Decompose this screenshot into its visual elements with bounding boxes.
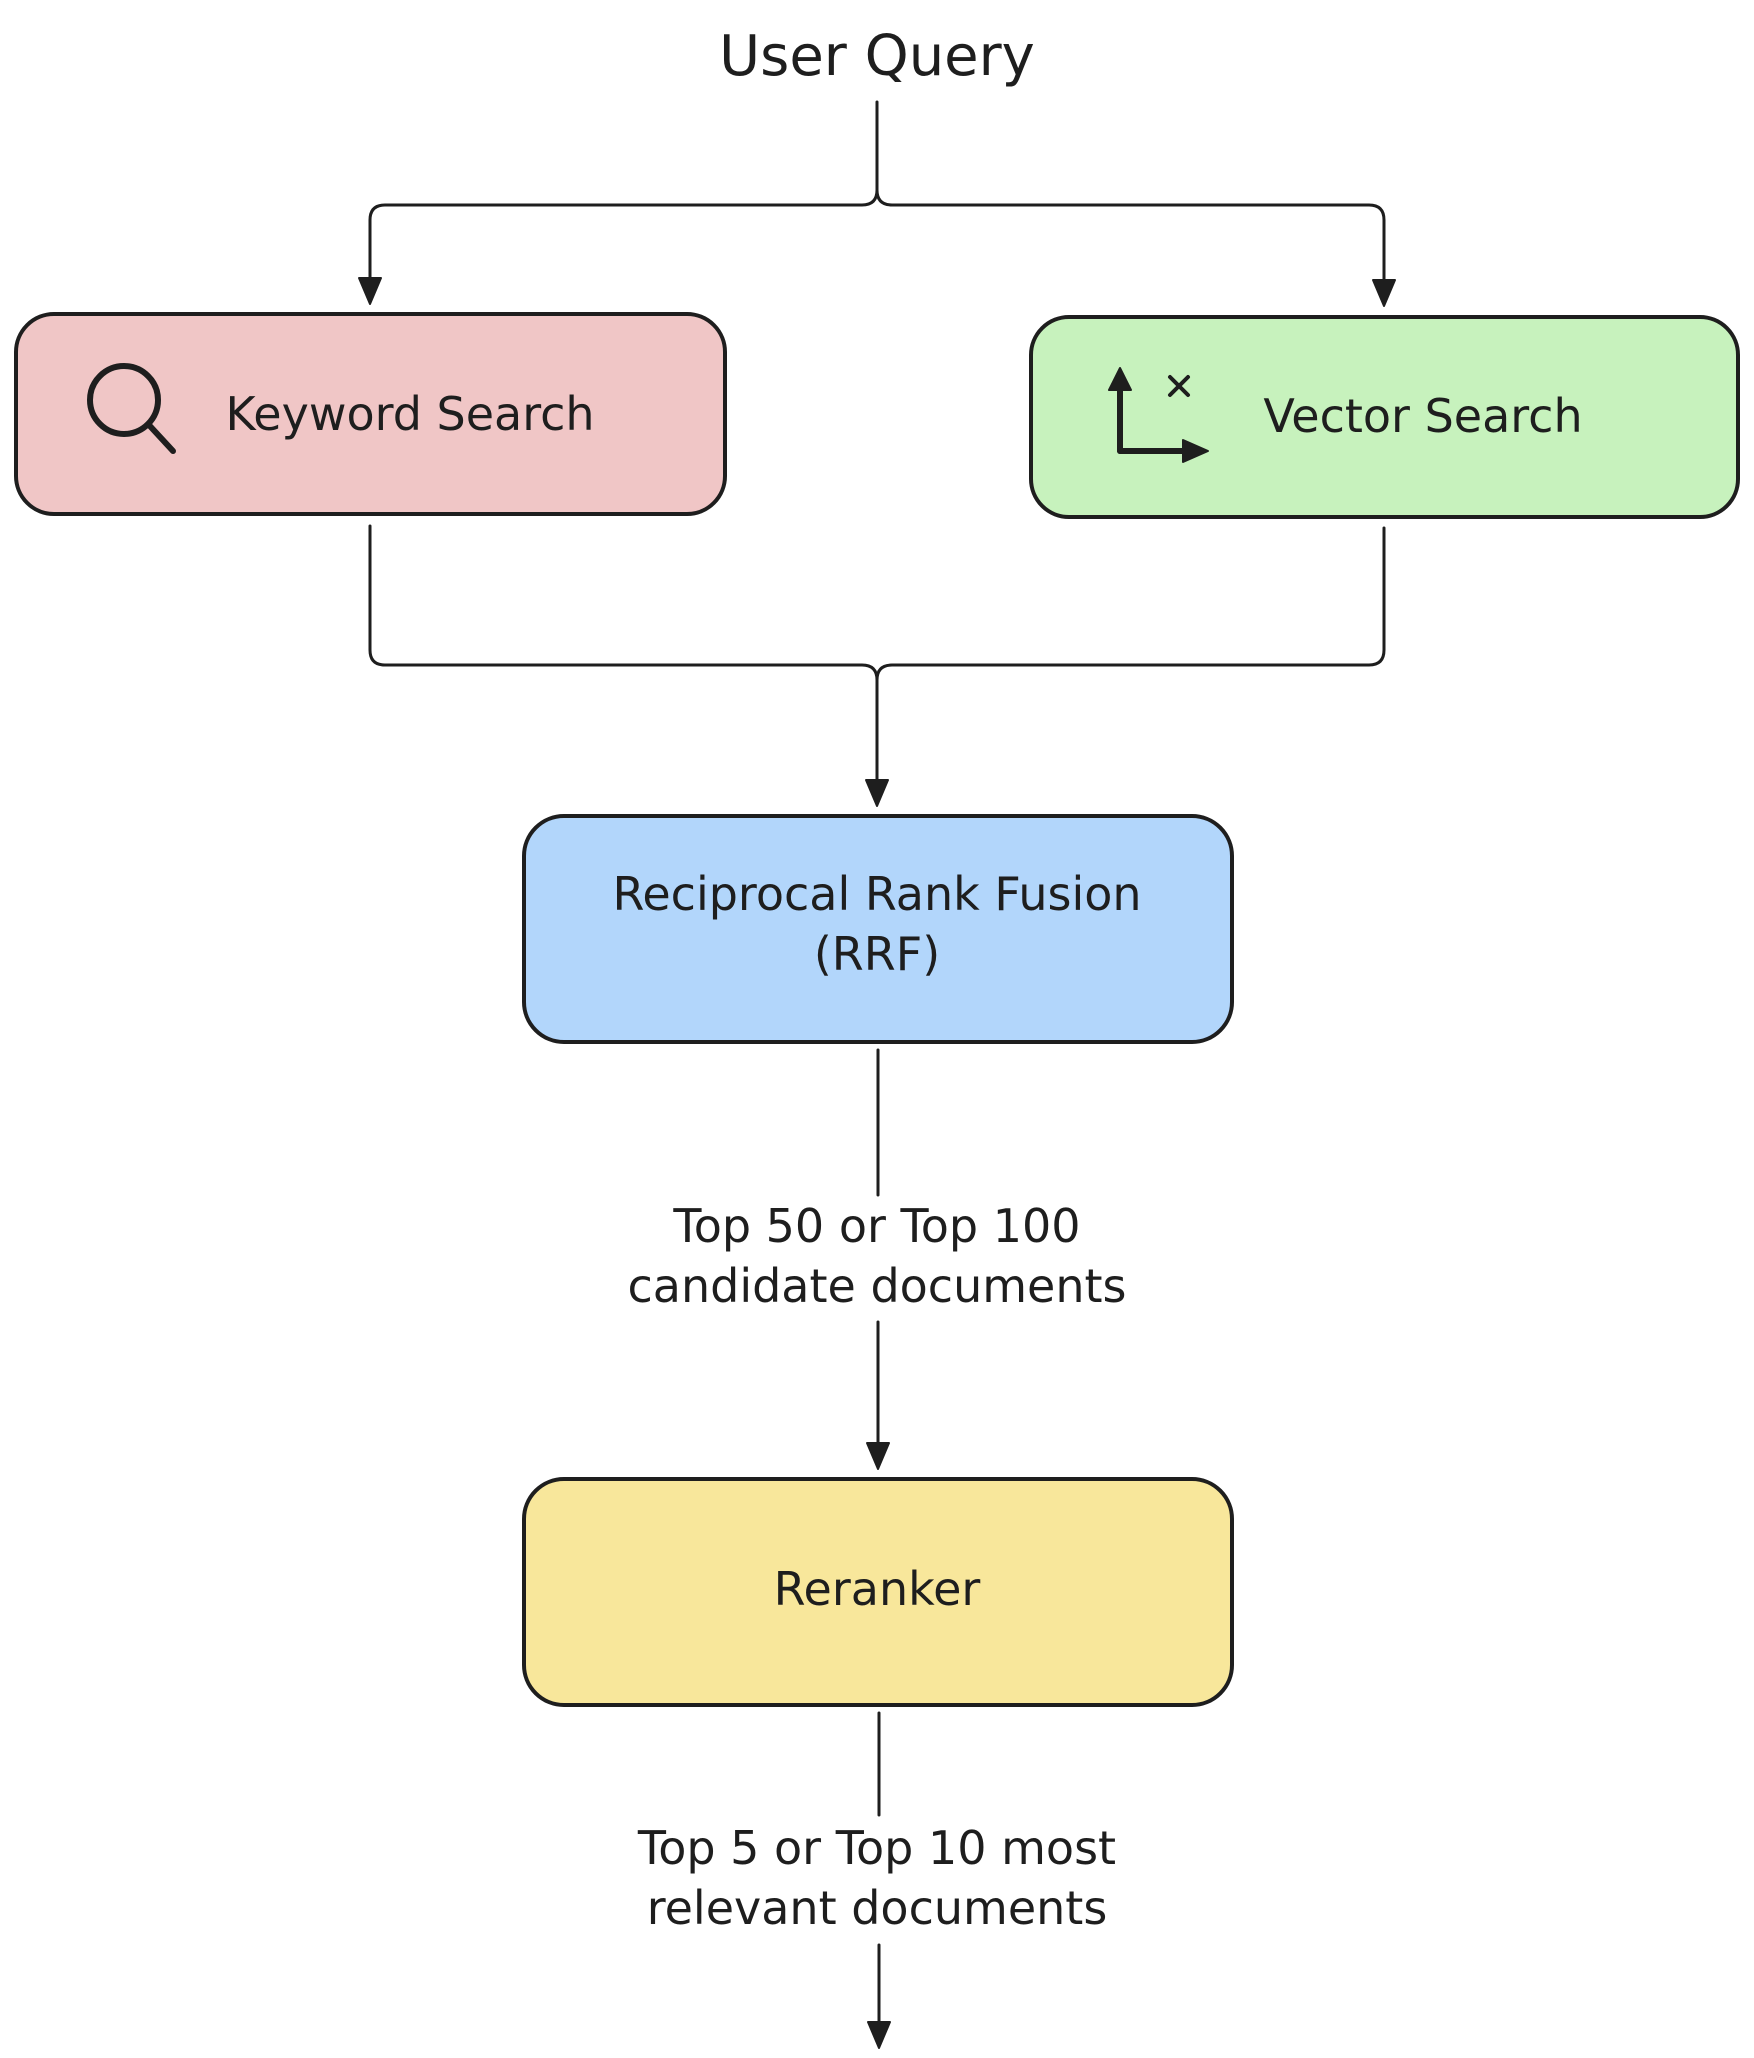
arrowhead-to-rrf bbox=[865, 779, 889, 807]
arrowhead-to-keyword-search bbox=[358, 277, 382, 305]
keyword-search-label: Keyword Search bbox=[225, 387, 594, 441]
rrf-node: Reciprocal Rank Fusion (RRF) bbox=[522, 814, 1234, 1044]
candidate-documents-label-line2: candidate documents bbox=[627, 1259, 1126, 1313]
reranker-node: Reranker bbox=[522, 1477, 1234, 1707]
merge-connector-right bbox=[875, 526, 1386, 682]
search-icon bbox=[87, 363, 176, 454]
split-connector-right bbox=[875, 188, 1386, 284]
arrowhead-final-output bbox=[867, 2021, 891, 2049]
vector-search-box bbox=[1029, 315, 1740, 519]
candidate-documents-label-line1: Top 50 or Top 100 bbox=[672, 1199, 1080, 1253]
rrf-label-line1: Reciprocal Rank Fusion bbox=[612, 867, 1141, 921]
vector-search-node: Vector Search bbox=[1029, 315, 1740, 519]
diagram-title: User Query bbox=[719, 24, 1035, 89]
reranker-box bbox=[522, 1477, 1234, 1707]
relevant-documents-label-line1: Top 5 or Top 10 most bbox=[637, 1821, 1116, 1875]
arrowhead-to-reranker bbox=[866, 1442, 890, 1470]
keyword-search-node: Keyword Search bbox=[14, 312, 727, 516]
rrf-label-line2: (RRF) bbox=[814, 927, 940, 981]
merge-connector-left bbox=[368, 524, 879, 782]
vector-axes-icon bbox=[1108, 367, 1209, 463]
reranker-label: Reranker bbox=[774, 1562, 981, 1616]
arrowhead-to-vector-search bbox=[1372, 279, 1396, 307]
vector-search-label: Vector Search bbox=[1263, 389, 1582, 443]
rrf-box bbox=[522, 814, 1234, 1044]
split-connector bbox=[368, 100, 879, 282]
keyword-search-box bbox=[14, 312, 727, 516]
relevant-documents-label-line2: relevant documents bbox=[647, 1881, 1108, 1935]
